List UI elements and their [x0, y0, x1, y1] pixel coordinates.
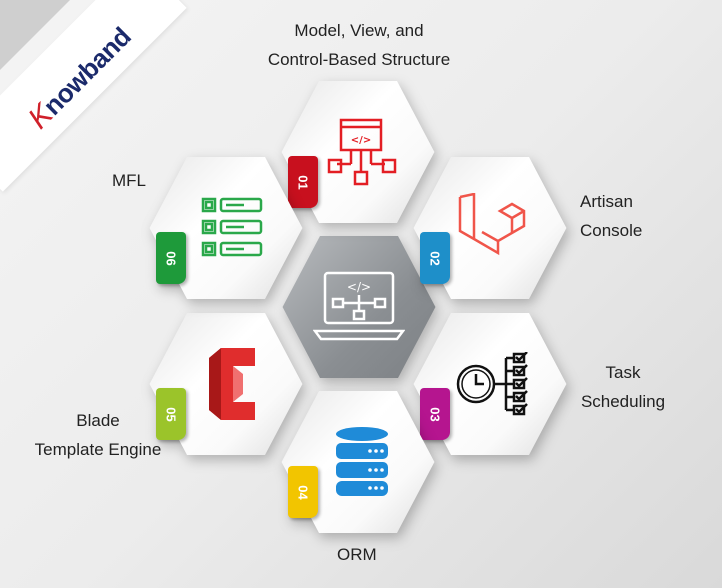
- step-badge-01: 01: [288, 156, 318, 208]
- laravel-icon: [458, 193, 526, 256]
- svg-text:</>: </>: [347, 280, 371, 294]
- feature-label-04: ORM: [337, 545, 377, 564]
- step-badge-06: 06: [156, 232, 186, 284]
- feature-hex-03: 03: [412, 310, 568, 458]
- database-icon: [336, 427, 388, 496]
- step-badge-04: 04: [288, 466, 318, 518]
- feature-hex-01: </> 01: [280, 78, 436, 226]
- feature-hex-04: 04: [280, 388, 436, 536]
- blade-icon: [209, 348, 255, 420]
- feature-hex-05: 05: [148, 310, 304, 458]
- clock-checklist-icon: [456, 352, 528, 416]
- svg-text:</>: </>: [351, 135, 371, 146]
- step-badge-02: 02: [420, 232, 450, 284]
- mvc-structure-icon: </>: [327, 118, 397, 186]
- step-badge-05: 05: [156, 388, 186, 440]
- list-icon: [201, 197, 263, 257]
- step-badge-03: 03: [420, 388, 450, 440]
- feature-label-06: MFL: [112, 171, 146, 190]
- feature-hex-06: 06: [148, 154, 304, 302]
- feature-hex-02: 02: [412, 154, 568, 302]
- center-hex: </>: [281, 233, 437, 381]
- laptop-code-icon: </>: [313, 271, 405, 341]
